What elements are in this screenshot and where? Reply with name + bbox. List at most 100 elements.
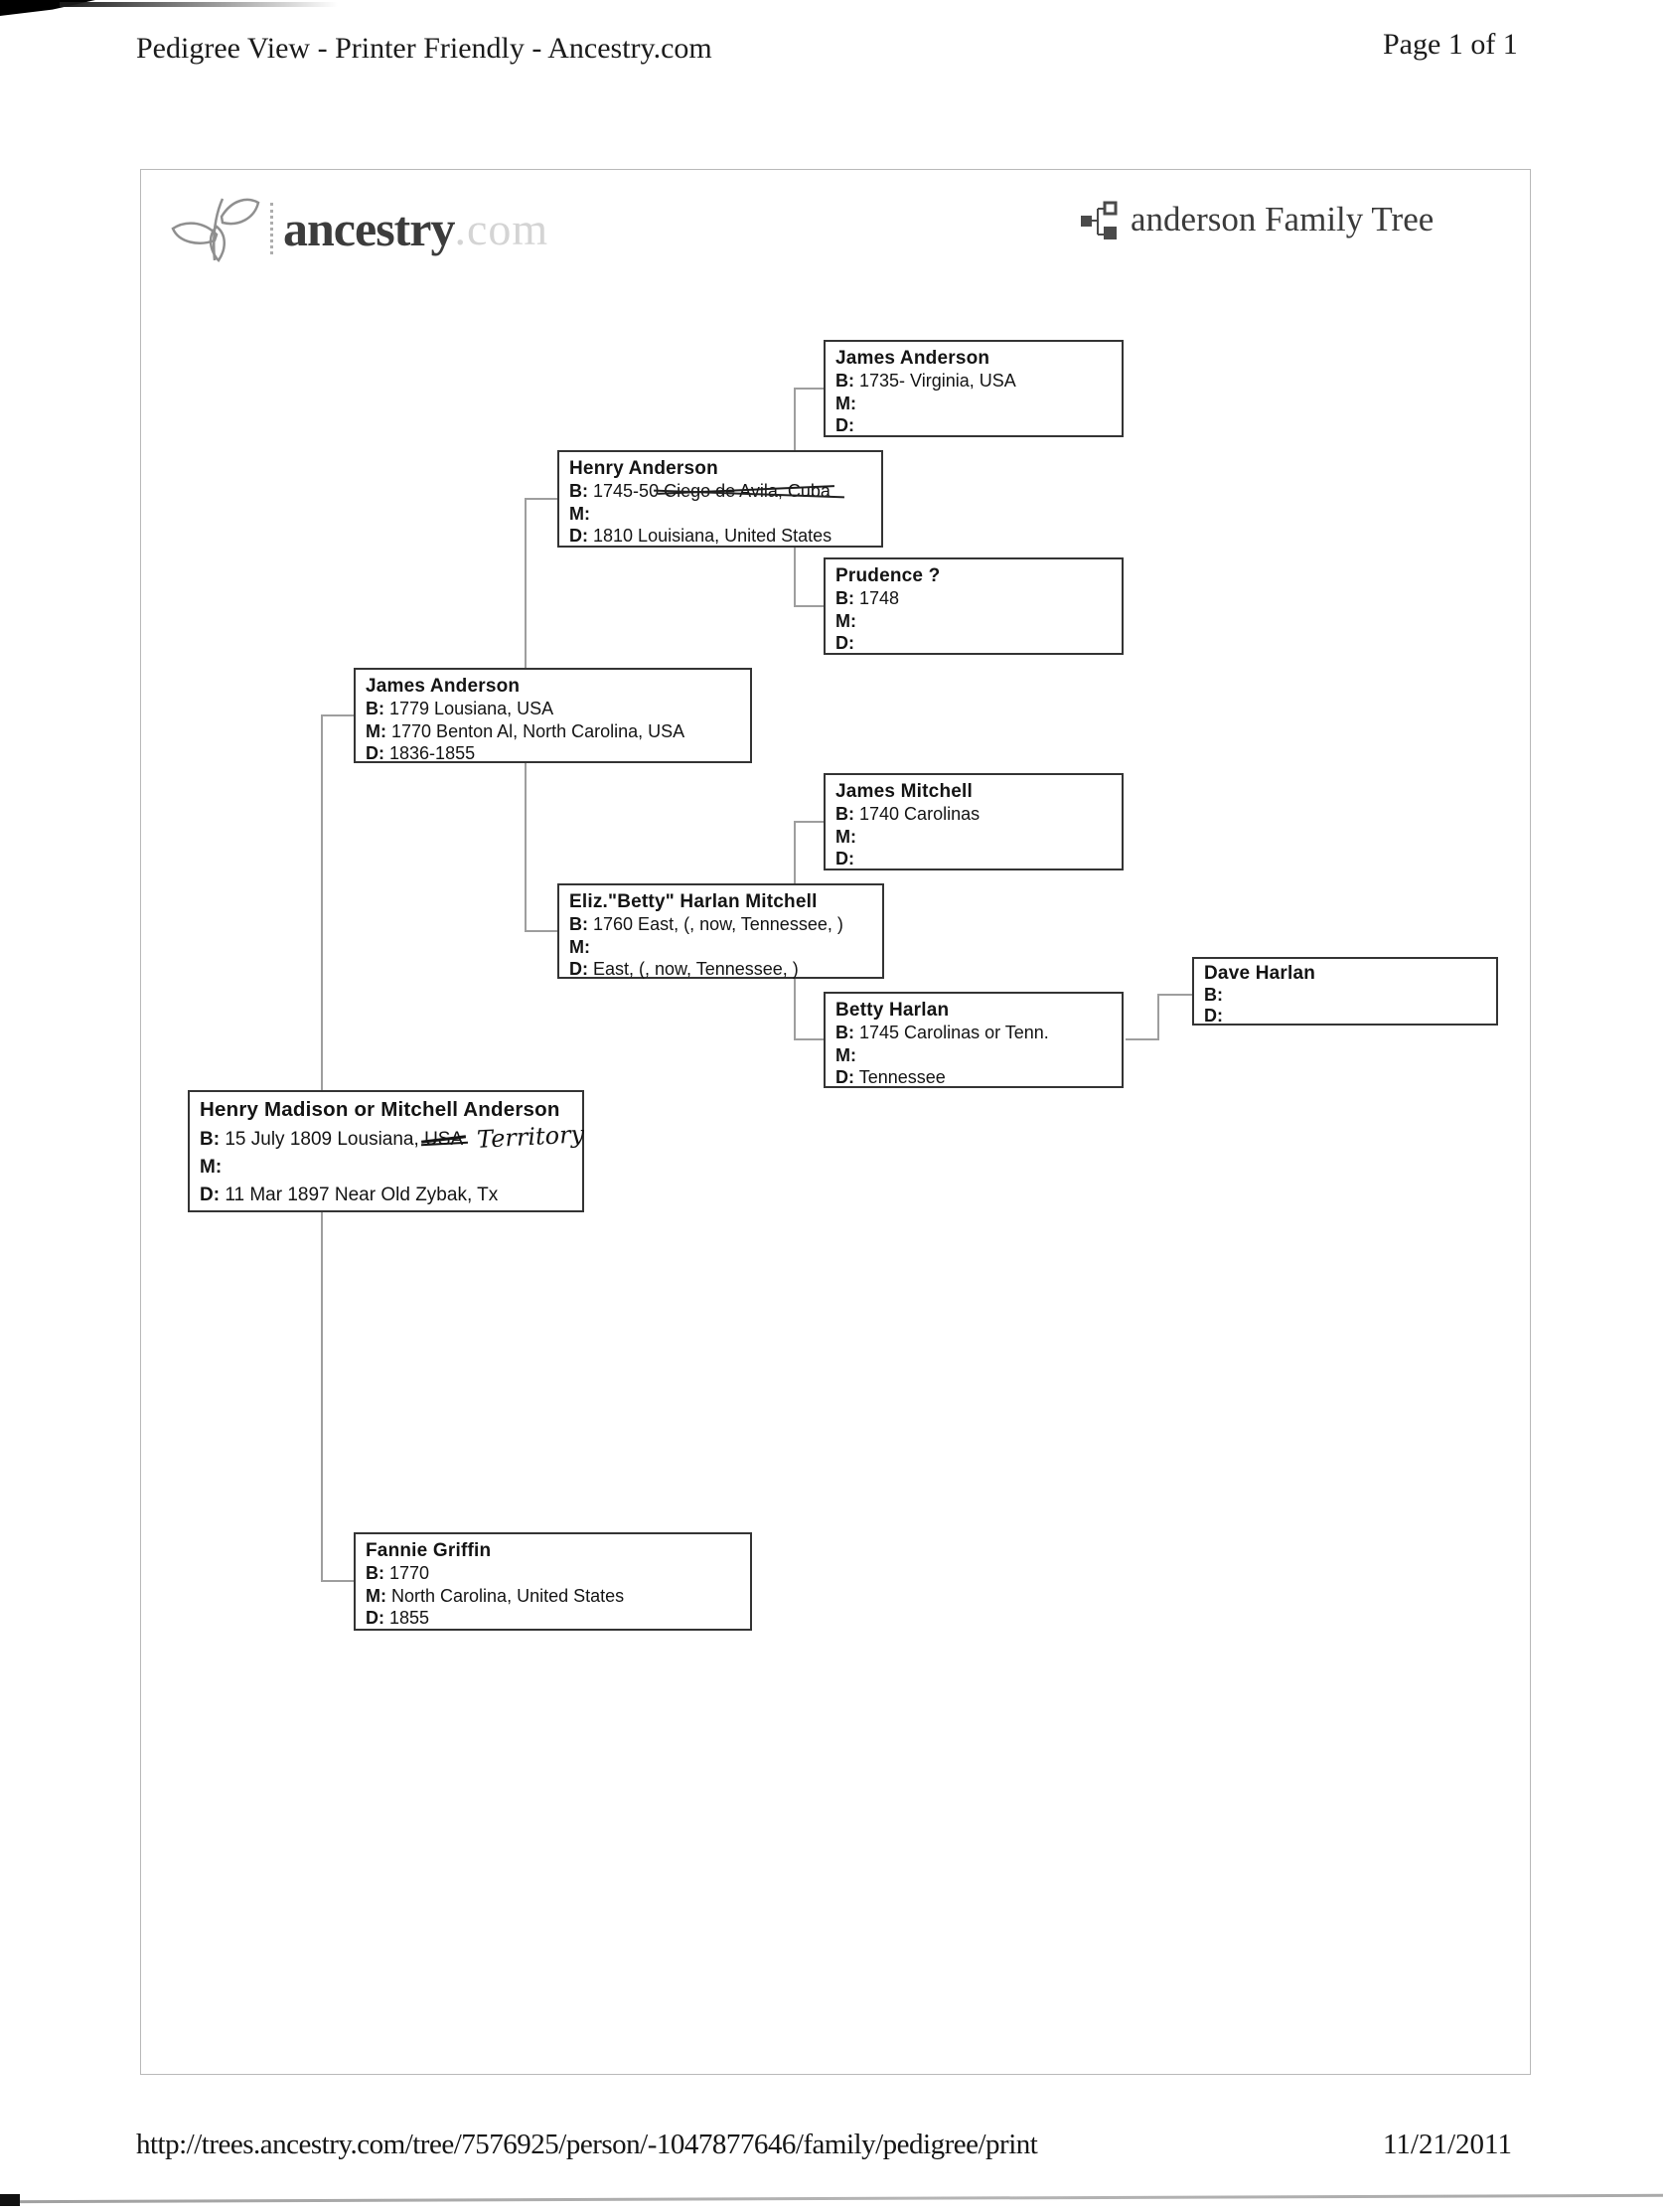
birth-label: B: xyxy=(1204,985,1223,1005)
birth-line: B: 1735- Virginia, USA xyxy=(835,370,1112,393)
birth-line: B: 1745-50 Ciego de Avila, Cuba xyxy=(569,480,871,503)
logo-divider xyxy=(270,203,273,254)
connector-line xyxy=(1126,1038,1158,1040)
birth-value: 1760 East, (, now, Tennessee, ) xyxy=(593,914,843,934)
birth-value-prefix: 15 July 1809 Lousiana, xyxy=(225,1129,425,1150)
marriage-line: M: xyxy=(569,503,871,526)
birth-line: B: 1748 xyxy=(835,587,1112,610)
death-label: D: xyxy=(366,1608,384,1628)
birth-value: 1745 Carolinas or Tenn. xyxy=(859,1023,1049,1042)
death-line: D: 1836-1855 xyxy=(366,742,740,765)
birth-value: 1748 xyxy=(859,588,900,608)
tree-title-block: anderson Family Tree xyxy=(1081,197,1434,242)
connector-line xyxy=(1157,994,1159,1040)
death-value: 11 Mar 1897 Near Old Zybak, Tx xyxy=(225,1185,499,1205)
person-name: Eliz."Betty" Harlan Mitchell xyxy=(569,891,818,912)
person-box-james-anderson-sr: James Anderson B: 1735- Virginia, USA M:… xyxy=(824,340,1124,437)
death-label: D: xyxy=(835,633,854,653)
birth-value-prefix: 1745-50 xyxy=(593,481,665,501)
person-box-james-anderson-jr: James Anderson B: 1779 Lousiana, USA M: … xyxy=(354,668,752,763)
birth-line: B: 1745 Carolinas or Tenn. xyxy=(835,1022,1112,1044)
marriage-value: North Carolina, United States xyxy=(391,1585,625,1606)
connector-line xyxy=(794,821,796,884)
connector-line xyxy=(525,498,559,500)
death-label: D: xyxy=(200,1185,221,1205)
marriage-label: M: xyxy=(366,1585,386,1606)
marriage-line: M: xyxy=(835,393,1112,415)
marriage-line: M: xyxy=(835,826,1112,849)
marriage-label: M: xyxy=(569,936,590,957)
print-page-number: Page 1 of 1 xyxy=(1383,28,1518,61)
death-value: 1836-1855 xyxy=(389,743,476,763)
marriage-label: M: xyxy=(835,826,856,847)
person-box-fannie-griffin: Fannie Griffin B: 1770 M: North Carolina… xyxy=(354,1532,752,1631)
birth-label: B: xyxy=(569,481,588,501)
marriage-line: M: xyxy=(835,610,1112,633)
death-label: D: xyxy=(569,959,588,979)
birth-line: B: xyxy=(1204,985,1486,1006)
connector-line xyxy=(525,498,527,669)
birth-label: B: xyxy=(835,588,854,608)
print-header-title: Pedigree View - Printer Friendly - Ances… xyxy=(136,32,712,65)
marriage-value: 1770 Benton Al, North Carolina, USA xyxy=(391,720,685,741)
logo-wordmark: ancestry xyxy=(283,201,455,256)
person-name: Henry Madison or Mitchell Anderson xyxy=(200,1098,560,1121)
tree-title: anderson Family Tree xyxy=(1131,200,1435,238)
person-box-henry-anderson: Henry Anderson B: 1745-50 Ciego de Avila… xyxy=(557,450,883,548)
scan-artifact-bottom-blob xyxy=(0,2194,20,2206)
ancestry-logo: ancestry.com xyxy=(165,191,548,266)
birth-value: 1779 Lousiana, USA xyxy=(389,699,554,718)
marriage-label: M: xyxy=(835,610,856,631)
death-label: D: xyxy=(835,1067,854,1087)
birth-label: B: xyxy=(569,914,588,934)
person-box-henry-madison-or-mitchell-anderson: Henry Madison or Mitchell Anderson B: 15… xyxy=(188,1090,585,1212)
person-name: James Mitchell xyxy=(835,781,973,802)
death-line: D: xyxy=(835,848,1112,870)
person-name: Dave Harlan xyxy=(1204,963,1316,984)
connector-line xyxy=(525,763,527,932)
death-label: D: xyxy=(835,849,854,869)
birth-line: B: 1779 Lousiana, USA xyxy=(366,698,740,720)
marriage-line: M: xyxy=(835,1044,1112,1067)
marriage-label: M: xyxy=(200,1157,223,1178)
marriage-label: M: xyxy=(835,393,856,413)
marriage-label: M: xyxy=(366,720,386,741)
scan-artifact-bottom xyxy=(0,2193,1663,2204)
birth-value-struck: USA xyxy=(424,1126,463,1154)
birth-label: B: xyxy=(835,371,854,391)
death-value: Tennessee xyxy=(858,1067,946,1087)
death-line: D: 11 Mar 1897 Near Old Zybak, Tx xyxy=(200,1182,572,1209)
connector-line xyxy=(794,821,826,823)
death-line: D: xyxy=(835,414,1112,437)
person-name: James Anderson xyxy=(835,348,990,369)
death-line: D: 1855 xyxy=(366,1607,740,1630)
connector-line xyxy=(794,1038,826,1040)
marriage-line: M: North Carolina, United States xyxy=(366,1585,740,1608)
person-name: James Anderson xyxy=(366,676,521,697)
connector-line xyxy=(525,930,559,932)
marriage-line: M: xyxy=(200,1154,572,1182)
birth-line: B: 1770 xyxy=(366,1562,740,1585)
connector-line xyxy=(794,605,826,607)
death-line: D: East, (, now, Tennessee, ) xyxy=(569,958,872,981)
connector-line xyxy=(321,714,323,1091)
birth-label: B: xyxy=(835,804,854,824)
death-label: D: xyxy=(569,526,588,546)
leaf-sprig-icon xyxy=(171,198,260,262)
death-line: D: xyxy=(835,632,1112,655)
person-box-james-mitchell: James Mitchell B: 1740 Carolinas M: D: xyxy=(824,773,1124,870)
person-name: Betty Harlan xyxy=(835,1000,950,1021)
death-value: 1855 xyxy=(389,1608,430,1628)
person-box-dave-harlan: Dave Harlan B: D: xyxy=(1192,957,1498,1026)
logo-suffix: .com xyxy=(454,203,549,254)
connector-line xyxy=(321,1212,323,1582)
birth-label: B: xyxy=(366,1563,384,1583)
connector-line xyxy=(794,388,826,390)
scan-artifact-top-streak xyxy=(60,2,338,7)
person-name: Henry Anderson xyxy=(569,458,718,479)
person-box-eliz-betty-harlan-mitchell: Eliz."Betty" Harlan Mitchell B: 1760 Eas… xyxy=(557,883,884,979)
birth-label: B: xyxy=(835,1023,854,1042)
death-label: D: xyxy=(366,743,384,763)
